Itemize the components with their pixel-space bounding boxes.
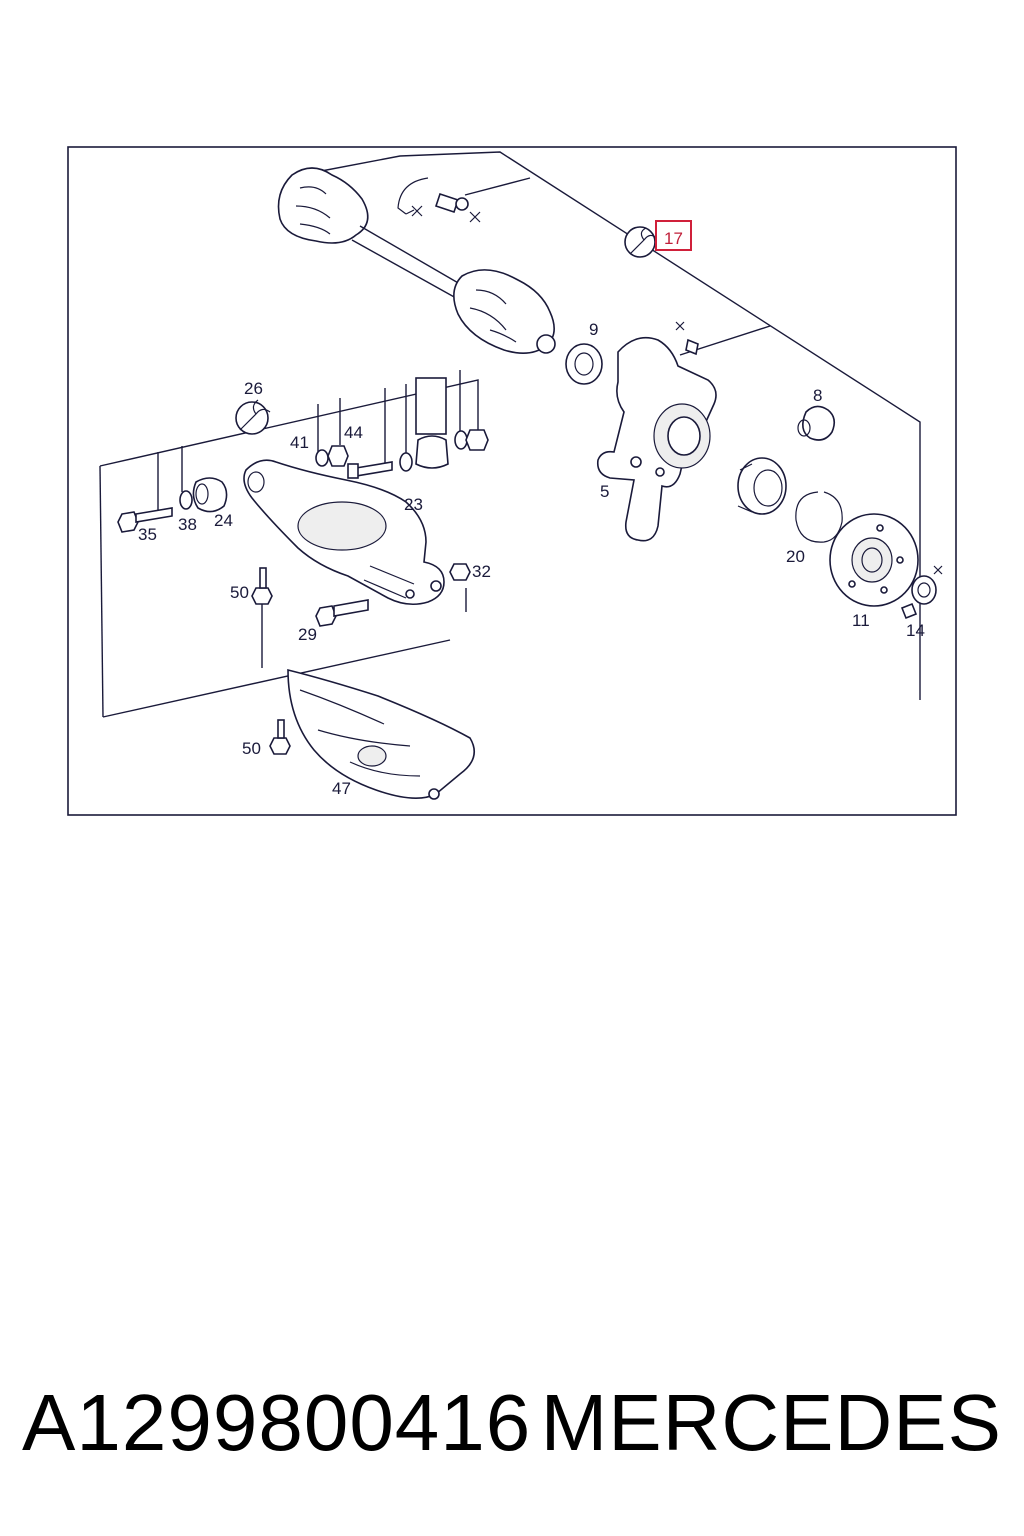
highlight-box — [655, 220, 692, 251]
callout-8: 8 — [813, 386, 822, 405]
drive-shaft — [277, 167, 556, 354]
callout-5: 5 — [600, 482, 609, 501]
callout-17: 17 — [664, 229, 683, 248]
callout-24: 24 — [214, 511, 233, 530]
callout-20: 20 — [786, 547, 805, 566]
callout-50-lower: 50 — [242, 739, 261, 758]
callout-23: 23 — [404, 495, 423, 514]
control-arm — [243, 459, 445, 606]
seal — [565, 343, 603, 385]
axle-nut — [900, 565, 943, 620]
wrench-icon-26 — [235, 399, 271, 435]
callout-32: 32 — [472, 562, 491, 581]
diagram-frame — [67, 146, 957, 816]
callout-14: 14 — [906, 621, 925, 640]
callout-29: 29 — [298, 625, 317, 644]
bushing — [797, 405, 836, 441]
shock-absorber — [415, 377, 449, 469]
part-number: A1299800416 — [22, 1378, 532, 1467]
callout-11: 11 — [852, 611, 870, 630]
callout-38: 38 — [178, 515, 197, 534]
callout-41: 41 — [290, 433, 309, 452]
callout-44: 44 — [344, 423, 363, 442]
clip-and-bolt — [397, 177, 481, 223]
guide-lines — [99, 151, 921, 718]
washers-and-nuts — [315, 429, 489, 479]
callout-26: 26 — [244, 379, 263, 398]
grease-nipple-lower — [269, 719, 291, 755]
caption: A1299800416 MERCEDES — [0, 1368, 1024, 1478]
bolt — [315, 599, 369, 627]
bolt-and-bushing — [117, 477, 228, 533]
callout-35: 35 — [138, 525, 157, 544]
callout-47: 47 — [332, 779, 351, 798]
snap-ring — [795, 491, 843, 543]
grease-nipple — [251, 567, 273, 605]
callout-50-upper: 50 — [230, 583, 249, 602]
spring-plate-cover — [287, 668, 476, 800]
callout-9: 9 — [589, 320, 598, 339]
nut — [449, 563, 471, 581]
brand-name: MERCEDES — [540, 1378, 1002, 1467]
wheel-carrier — [596, 321, 717, 542]
wrench-icon — [624, 226, 657, 258]
wheel-hub — [829, 513, 919, 607]
wheel-bearing — [737, 457, 787, 515]
